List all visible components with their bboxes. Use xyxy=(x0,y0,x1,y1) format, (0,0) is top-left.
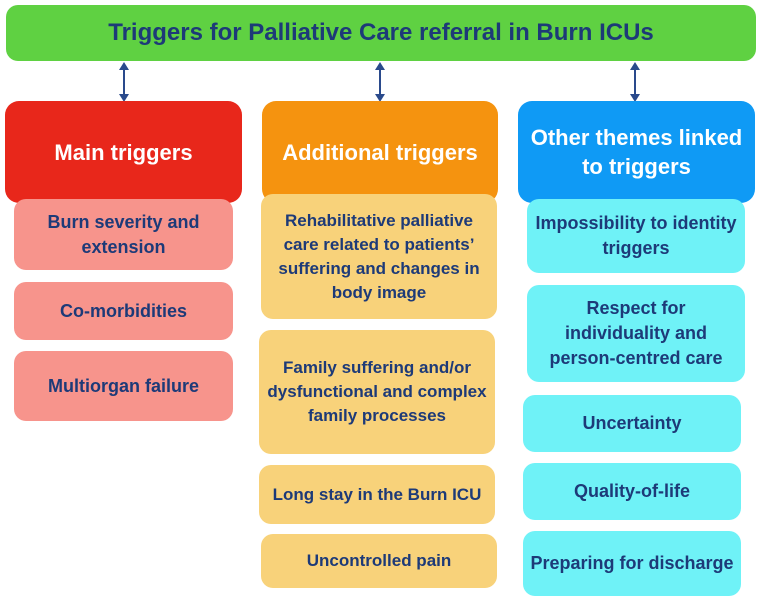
other-theme-item: Impossibility to identity triggers xyxy=(527,199,745,273)
additional-trigger-item: Long stay in the Burn ICU xyxy=(259,465,495,524)
main-trigger-item: Multiorgan failure xyxy=(14,351,233,421)
other-theme-item: Uncertainty xyxy=(523,395,741,452)
other-theme-item: Respect for individuality and person-cen… xyxy=(527,285,745,382)
additional-trigger-item: Family suffering and/or dysfunctional an… xyxy=(259,330,495,454)
additional-trigger-item: Uncontrolled pain xyxy=(261,534,497,588)
connector-arrow-main xyxy=(119,62,129,102)
main-triggers-header: Main triggers xyxy=(5,101,242,203)
other-theme-item: Preparing for discharge xyxy=(523,531,741,596)
diagram-title: Triggers for Palliative Care referral in… xyxy=(6,5,756,61)
additional-trigger-item: Rehabilitative palliative care related t… xyxy=(261,194,497,319)
connector-arrow-other xyxy=(630,62,640,102)
connector-arrow-additional xyxy=(375,62,385,102)
additional-triggers-header: Additional triggers xyxy=(262,101,498,203)
main-trigger-item: Burn severity and extension xyxy=(14,199,233,270)
other-themes-header: Other themes linked to triggers xyxy=(518,101,755,203)
main-trigger-item: Co-morbidities xyxy=(14,282,233,340)
other-theme-item: Quality-of-life xyxy=(523,463,741,520)
